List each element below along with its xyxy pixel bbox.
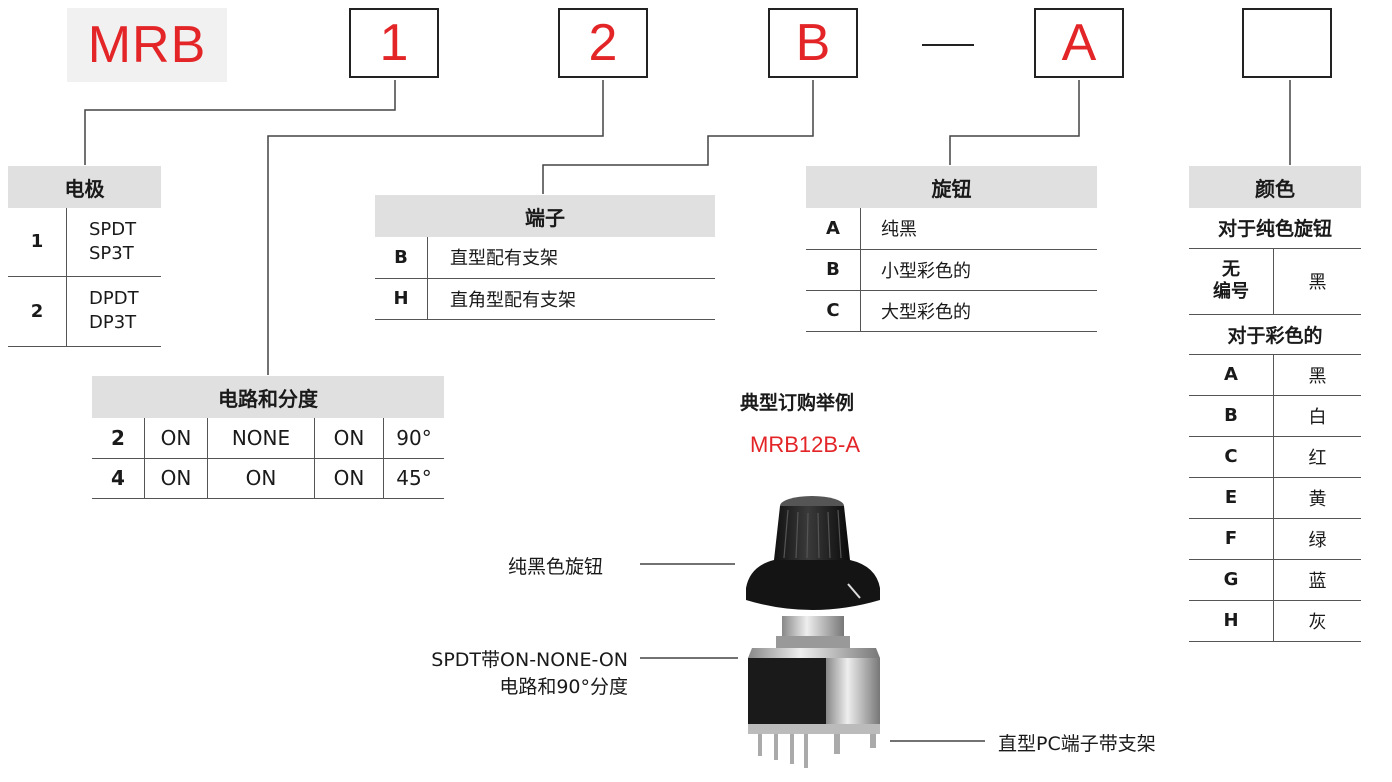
table-row: 无 编号 黑: [1189, 248, 1361, 315]
electrode-code: 2: [8, 276, 67, 347]
brand-logo-background: [67, 8, 227, 82]
knob-desc: 大型彩色的: [860, 290, 1097, 332]
table-row: B 小型彩色的: [806, 249, 1097, 291]
color-desc: 黄: [1273, 477, 1361, 519]
color-desc: 蓝: [1273, 559, 1361, 601]
terminal-desc: 直角型配有支架: [427, 278, 715, 320]
electrode-value: SPDT: [89, 218, 137, 240]
electrode-value: DP3T: [89, 312, 137, 333]
terminal-code: B: [375, 237, 428, 279]
color-code: 无 编号: [1189, 248, 1274, 315]
color-code: C: [1189, 436, 1274, 478]
example-title: 典型订购举例: [740, 392, 855, 414]
callout-circuit-line1: SPDT带ON-NONE-ON: [431, 649, 628, 671]
terminal-desc: 直型配有支架: [427, 237, 715, 279]
knob-table: A 纯黑 B 小型彩色的 C 大型彩色的: [806, 208, 1097, 332]
circuit-state: ON: [144, 418, 208, 459]
table-row: B 直型配有支架: [375, 237, 715, 279]
knob-desc: 纯黑: [860, 208, 1097, 250]
colored-knob-subheader: 对于彩色的: [1189, 314, 1361, 355]
electrode-value: DPDT: [89, 288, 139, 309]
brand-logo: MRB: [87, 16, 207, 74]
color-code: H: [1189, 600, 1274, 642]
example-part-number: MRB12B-A: [750, 432, 861, 457]
callout-knob: 纯黑色旋钮: [508, 556, 604, 578]
table-row: A 纯黑: [806, 208, 1097, 250]
circuit-code: 2: [92, 418, 145, 459]
table-row: H 直角型配有支架: [375, 278, 715, 320]
table-row: C 大型彩色的: [806, 290, 1097, 332]
table-row: 对于彩色的: [1189, 314, 1361, 355]
position-box-4: A: [1034, 8, 1124, 78]
electrode-code: 1: [8, 208, 67, 277]
electrode-value: SP3T: [89, 242, 134, 264]
color-desc: 白: [1273, 395, 1361, 437]
color-code: B: [1189, 395, 1274, 437]
color-desc: 绿: [1273, 518, 1361, 560]
position-box-3: B: [768, 8, 858, 78]
circuit-code: 4: [92, 458, 145, 499]
table-row: 4 ON ON ON 45°: [92, 458, 444, 499]
circuit-state: ON: [144, 458, 208, 499]
color-header: 颜色: [1189, 166, 1361, 208]
knob-desc: 小型彩色的: [860, 249, 1097, 291]
rotary-switch-illustration: [746, 496, 880, 768]
color-code: G: [1189, 559, 1274, 601]
solid-knob-subheader: 对于纯色旋钮: [1189, 208, 1361, 249]
position-box-1: 1: [349, 8, 439, 78]
knob-code: A: [806, 208, 861, 250]
table-row: 2 ON NONE ON 90°: [92, 418, 444, 459]
separator-dash: [922, 44, 974, 46]
circuit-state: NONE: [207, 418, 315, 459]
terminal-table: B 直型配有支架 H 直角型配有支架: [375, 237, 715, 320]
knob-header: 旋钮: [806, 166, 1097, 208]
callout-circuit-line2: 电路和90°分度: [499, 676, 628, 698]
circuit-angle: 45°: [383, 458, 444, 499]
knob-code: C: [806, 290, 861, 332]
circuit-state: ON: [314, 418, 384, 459]
color-code: E: [1189, 477, 1274, 519]
position-box-2: 2: [558, 8, 648, 78]
color-desc: 红: [1273, 436, 1361, 478]
position-box-5: [1242, 8, 1332, 78]
circuit-state: ON: [207, 458, 315, 499]
circuit-header: 电路和分度: [92, 376, 444, 418]
color-code: A: [1189, 354, 1274, 396]
color-desc: 灰: [1273, 600, 1361, 642]
electrode-header: 电极: [8, 166, 161, 208]
circuit-state: ON: [314, 458, 384, 499]
color-desc: 黑: [1273, 248, 1361, 315]
circuit-table: 2 ON NONE ON 90° 4 ON ON ON 45°: [92, 418, 444, 499]
color-desc: 黑: [1273, 354, 1361, 396]
color-code: F: [1189, 518, 1274, 560]
knob-code: B: [806, 249, 861, 291]
table-row: 2 DPDT DP3T: [8, 276, 161, 347]
circuit-angle: 90°: [383, 418, 444, 459]
table-row: 对于纯色旋钮: [1189, 208, 1361, 249]
callout-terminal: 直型PC端子带支架: [998, 733, 1156, 755]
terminal-code: H: [375, 278, 428, 320]
terminal-header: 端子: [375, 195, 715, 237]
